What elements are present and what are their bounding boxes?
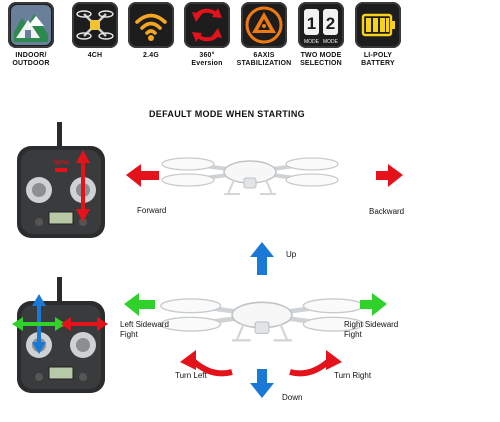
mode-one-caption: MODE xyxy=(304,39,320,45)
feature-label-battery: LI-POLY BATTERY xyxy=(361,52,395,67)
label-left-sideward: Left Sideward Fight xyxy=(120,320,169,339)
label-right-sideward: Right Sideward Fight xyxy=(344,320,399,339)
feature-label-indoor-outdoor: INDOOR/ OUTDOOR xyxy=(12,52,50,67)
label-forward: Forward xyxy=(137,206,167,215)
down-arrow xyxy=(250,369,274,398)
remote-controller-bottom xyxy=(16,276,106,394)
label-turn-left: Turn Left xyxy=(175,371,207,380)
drone-image-bottom xyxy=(161,299,363,340)
left-sideward-arrow xyxy=(124,293,155,316)
feature-icons-row: INDOOR/ OUTDOOR 4CH xyxy=(0,0,500,70)
feature-label-4ch: 4CH xyxy=(87,52,103,59)
mode-two-caption: MODE xyxy=(323,39,339,45)
right-sideward-arrow xyxy=(360,293,387,316)
turn-left-arrow xyxy=(180,350,233,377)
stick-arrow-green-horizontal xyxy=(12,317,66,331)
battery-icon xyxy=(355,2,401,48)
remote-brand-label: Syma xyxy=(53,160,69,166)
drone-image-top xyxy=(160,156,340,196)
wifi-signal-icon xyxy=(128,2,174,48)
backward-arrow xyxy=(376,164,403,187)
label-backward: Backward xyxy=(369,207,405,216)
remote-controller-top: Syma xyxy=(16,121,106,239)
up-arrow xyxy=(250,242,274,275)
stick-arrow-red-horizontal xyxy=(61,317,108,331)
stick-arrow-up-down-red xyxy=(76,150,90,222)
mode-two-digit: 2 xyxy=(326,14,335,33)
mode-one-digit: 1 xyxy=(307,14,316,33)
label-up: Up xyxy=(286,250,297,259)
forward-arrow xyxy=(126,164,159,187)
indoor-outdoor-icon xyxy=(8,2,54,48)
feature-label-6axis: 6AXIS STABILIZATION xyxy=(236,52,292,67)
label-down: Down xyxy=(282,393,303,402)
feature-label-two-mode: TWO MODE SELECTION xyxy=(300,52,342,67)
section-title: DEFAULT MODE WHEN STARTING xyxy=(149,109,305,119)
label-turn-right: Turn Right xyxy=(334,371,372,380)
turn-right-arrow xyxy=(289,350,342,377)
mode-1-2-icon: 1 2 MODE MODE xyxy=(298,2,344,48)
gyro-triangle-icon xyxy=(241,2,287,48)
quadcopter-4ch-icon xyxy=(72,2,118,48)
feature-label-2-4g: 2.4G xyxy=(143,52,159,59)
feature-label-360: 360° Eversion xyxy=(191,52,223,67)
rotation-arrows-icon xyxy=(184,2,230,48)
